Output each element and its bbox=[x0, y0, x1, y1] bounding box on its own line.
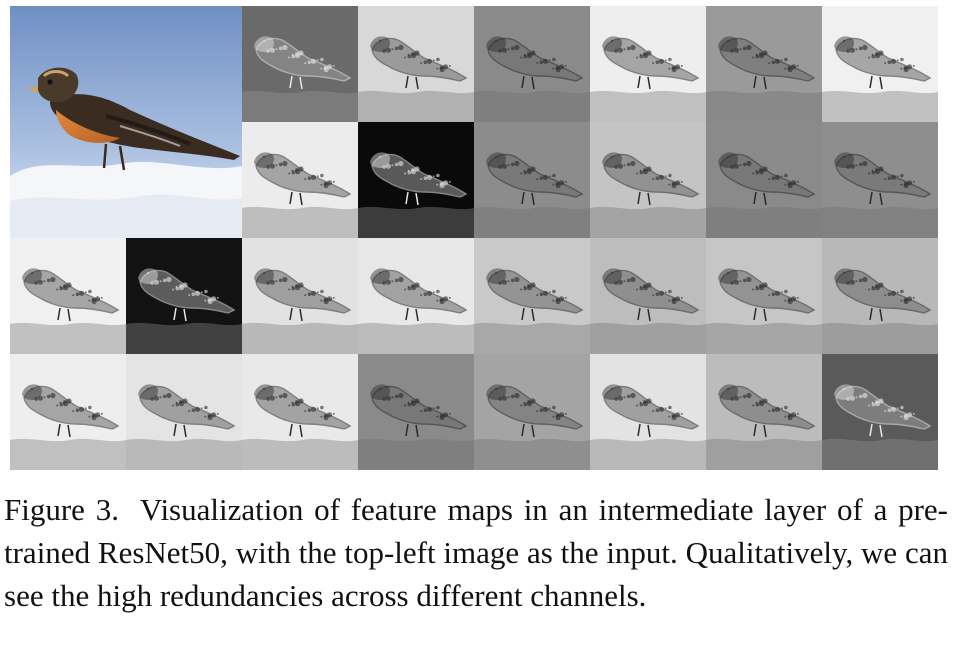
feature-map-tile bbox=[706, 238, 822, 354]
feature-map-tile bbox=[242, 238, 358, 354]
feature-map-tile bbox=[474, 354, 590, 470]
feature-map-tile bbox=[474, 6, 590, 122]
feature-map-tile bbox=[590, 238, 706, 354]
feature-map-tile bbox=[822, 122, 938, 238]
feature-map-tile bbox=[822, 354, 938, 470]
feature-map-tile bbox=[474, 122, 590, 238]
feature-map-figure bbox=[10, 6, 938, 470]
figure-label: Figure 3. bbox=[4, 492, 119, 527]
feature-map-tile bbox=[706, 6, 822, 122]
feature-map-tile bbox=[358, 238, 474, 354]
feature-map-tile bbox=[242, 354, 358, 470]
feature-map-tile bbox=[126, 354, 242, 470]
feature-map-tile bbox=[590, 354, 706, 470]
feature-map-tile bbox=[590, 6, 706, 122]
caption-text: Visualization of feature maps in an inte… bbox=[4, 492, 948, 613]
feature-map-tile bbox=[822, 238, 938, 354]
feature-map-tile bbox=[242, 6, 358, 122]
feature-map-tile bbox=[706, 354, 822, 470]
feature-map-tile bbox=[358, 6, 474, 122]
feature-map-tile bbox=[358, 122, 474, 238]
feature-map-tile bbox=[474, 238, 590, 354]
feature-map-tile bbox=[706, 122, 822, 238]
feature-map-tile bbox=[242, 122, 358, 238]
figure-caption: Figure 3. Visualization of feature maps … bbox=[4, 488, 948, 617]
feature-map-tile bbox=[822, 6, 938, 122]
feature-map-tile bbox=[126, 238, 242, 354]
input-image bbox=[10, 6, 242, 238]
feature-map-tile bbox=[10, 354, 126, 470]
feature-map-tile bbox=[590, 122, 706, 238]
feature-map-tile bbox=[358, 354, 474, 470]
feature-map-tile bbox=[10, 238, 126, 354]
